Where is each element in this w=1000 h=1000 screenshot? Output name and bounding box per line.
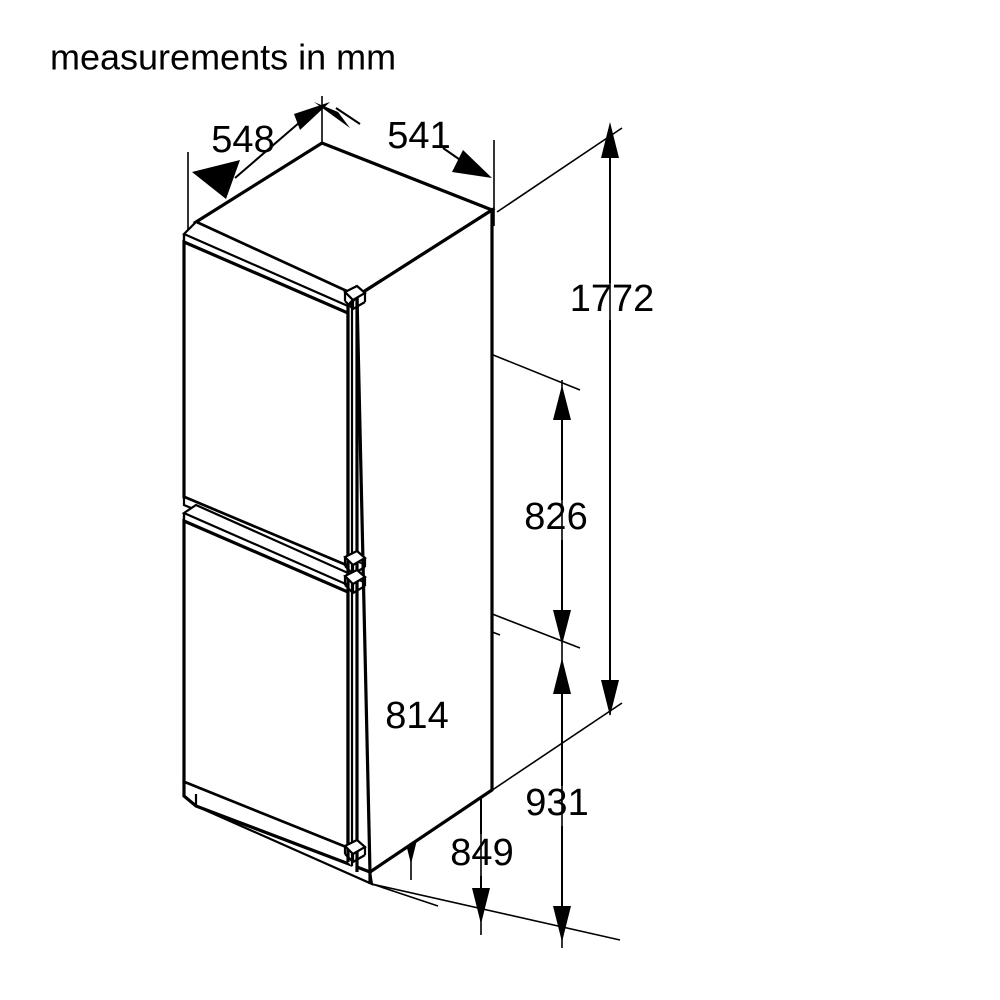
drawing-title: measurements in mm	[50, 37, 396, 78]
dimension-label-814: 814	[385, 695, 448, 737]
appliance-body	[181, 141, 496, 886]
dimension-1772	[601, 122, 619, 716]
dimension-826	[553, 385, 571, 645]
hinge-middle-upper	[343, 549, 367, 576]
dimension-label-541: 541	[387, 115, 450, 157]
dimension-541	[314, 102, 492, 178]
dimension-label-548: 548	[211, 119, 274, 161]
dimension-931	[553, 658, 571, 942]
dimension-label-931: 931	[525, 782, 588, 824]
dimension-label-826: 826	[524, 496, 587, 538]
hinge-bottom	[343, 838, 367, 864]
hinge-top	[343, 284, 367, 311]
dimension-548	[192, 102, 330, 199]
hinge-middle-lower	[343, 568, 367, 595]
dimension-label-1772: 1772	[570, 278, 655, 320]
dimension-label-849: 849	[450, 832, 513, 874]
